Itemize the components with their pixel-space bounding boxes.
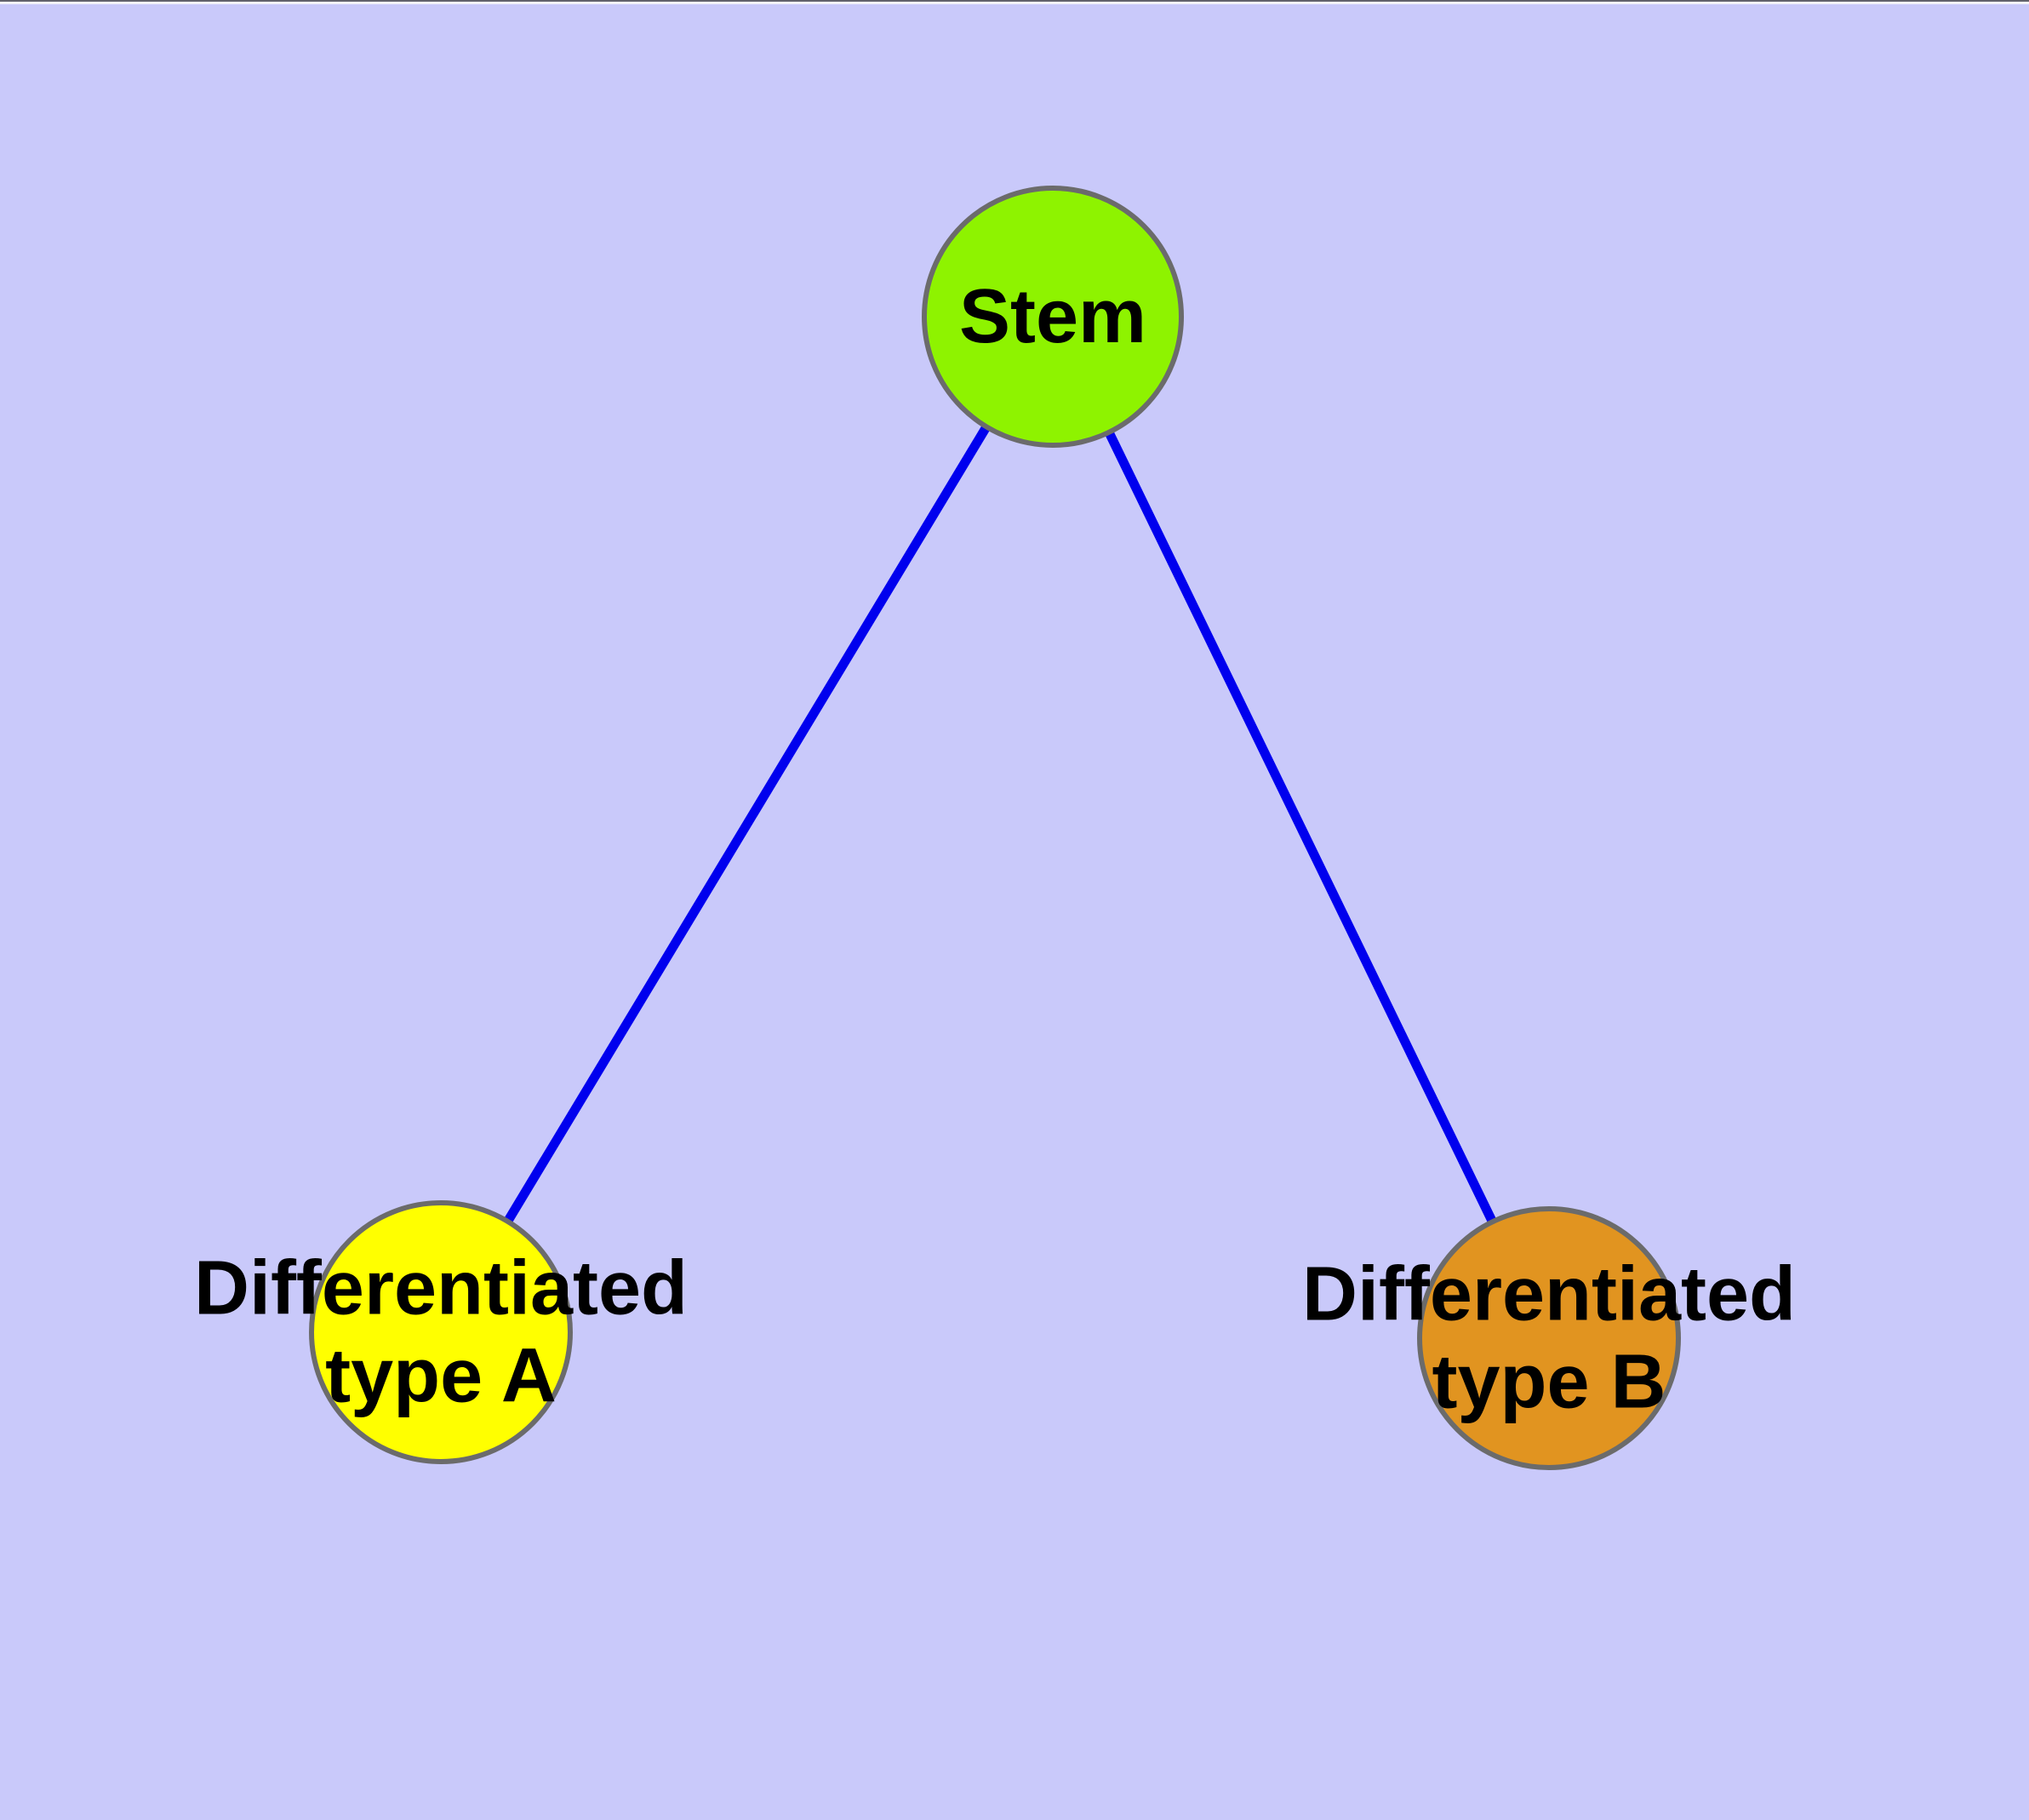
edge-stem-to-differentiated-type-b <box>1049 314 1553 1341</box>
nodes-layer <box>309 186 1681 1470</box>
node-differentiated-type-b-label-line-2: type B <box>1432 1340 1666 1425</box>
screenshot-top-border-highlight <box>0 2 2029 4</box>
node-stem[interactable] <box>922 186 1184 448</box>
node-differentiated-type-b[interactable] <box>1417 1206 1681 1470</box>
node-stem-label-line-1: Stem <box>959 274 1146 359</box>
node-differentiated-type-b-label-line-1: Differentiated <box>1302 1252 1796 1337</box>
edge-stem-to-differentiated-type-a <box>437 314 1057 1335</box>
edges-layer <box>437 314 1553 1341</box>
node-differentiated-type-a-label-line-1: Differentiated <box>194 1246 688 1331</box>
node-differentiated-type-a-label-line-2: type A <box>325 1334 557 1419</box>
node-differentiated-type-a[interactable] <box>309 1200 573 1464</box>
screenshot-top-border <box>0 0 2029 2</box>
